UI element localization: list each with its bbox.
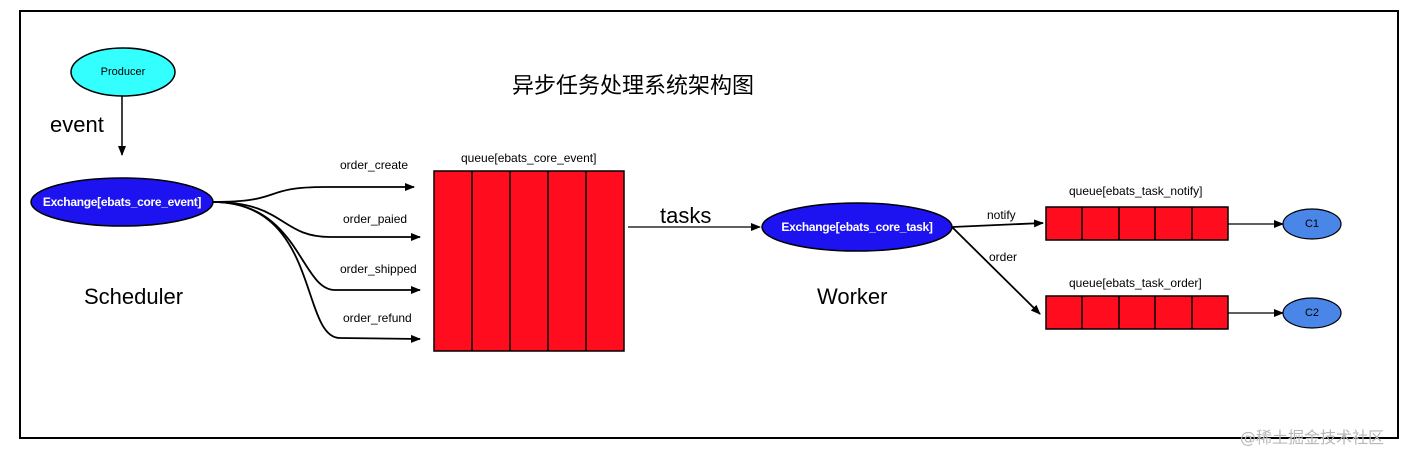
exchange-core-event-node (30, 177, 214, 227)
diagram-title: 异步任务处理系统架构图 (512, 74, 755, 99)
event-label: event (50, 112, 104, 137)
route-order-refund-label: order_refund (343, 311, 412, 325)
exchange-core-task-node (761, 202, 953, 252)
c2-label: C2 (1304, 307, 1320, 319)
queue-task-order-label: queue[ebats_task_order] (1069, 276, 1202, 290)
diagram-frame (19, 10, 1399, 439)
c1-node (1282, 208, 1342, 240)
queue-core-event-box (433, 170, 625, 352)
route-notify-label: notify (987, 208, 1016, 222)
c1-label: C1 (1304, 218, 1320, 230)
c2-node (1282, 297, 1342, 329)
queue-core-event-label: queue[ebats_core_event] (461, 151, 597, 165)
route-order-shipped-label: order_shipped (340, 262, 417, 276)
edge-notify (951, 219, 1044, 228)
exchange-core-event-label: Exchange[ebats_core_event] (42, 195, 202, 209)
producer-node (70, 47, 176, 97)
edge-order-create (212, 183, 415, 203)
exchange-core-task-label: Exchange[ebats_core_task] (781, 220, 933, 234)
queue-task-notify-label: queue[ebats_task_notify] (1069, 184, 1203, 198)
worker-label: Worker (817, 284, 888, 309)
route-order-paied-label: order_paied (343, 212, 408, 226)
queue-task-notify-box (1045, 206, 1229, 241)
edge-order (951, 226, 1041, 315)
route-order-label: order (989, 250, 1018, 264)
edge-order-refund (212, 201, 421, 343)
producer-label: Producer (100, 66, 146, 78)
tasks-label: tasks (660, 203, 712, 228)
watermark: @稀土掘金技术社区 (1240, 428, 1385, 447)
scheduler-label: Scheduler (84, 284, 184, 309)
queue-task-order-box (1045, 295, 1229, 330)
route-order-create-label: order_create (340, 158, 409, 172)
